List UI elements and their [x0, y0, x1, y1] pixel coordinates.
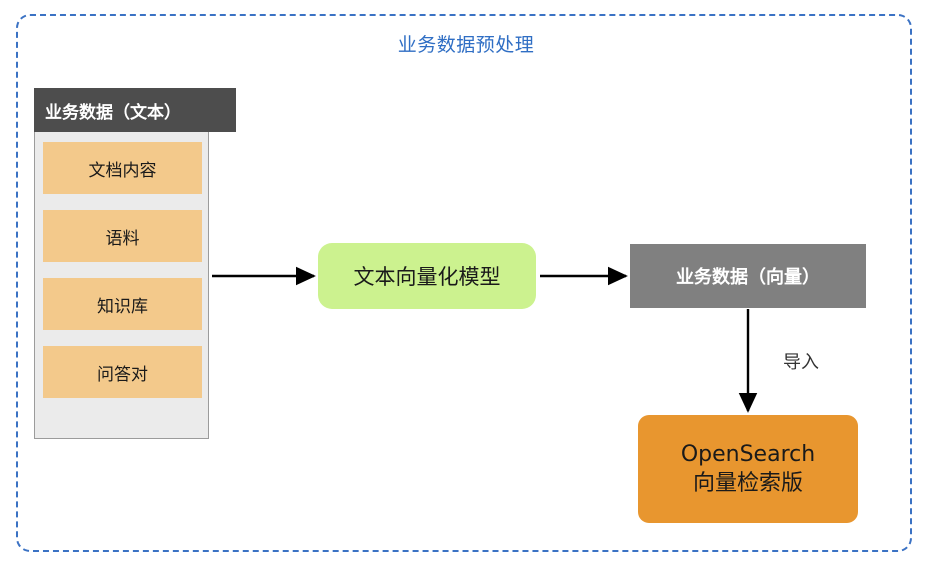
list-item[interactable]: 知识库 [43, 278, 202, 330]
list-item[interactable]: 问答对 [43, 346, 202, 398]
diagram-title: 业务数据预处理 [397, 34, 535, 56]
source-group-panel: 文档内容 语料 知识库 问答对 [34, 132, 209, 439]
node-text-vectorization-model[interactable]: 文本向量化模型 [318, 243, 536, 309]
node-business-data-vector[interactable]: 业务数据（向量） [630, 244, 866, 308]
source-group-header: 业务数据（文本） [34, 88, 236, 132]
store-node-line1: OpenSearch [680, 441, 816, 467]
store-node-line2: 向量检索版 [692, 471, 803, 496]
node-opensearch-vector-store[interactable]: OpenSearch 向量检索版 [638, 415, 858, 523]
edge-label-import: 导入 [783, 352, 819, 373]
list-item[interactable]: 语料 [43, 210, 202, 262]
process-boundary-frame [16, 14, 912, 552]
list-item[interactable]: 文档内容 [43, 142, 202, 194]
